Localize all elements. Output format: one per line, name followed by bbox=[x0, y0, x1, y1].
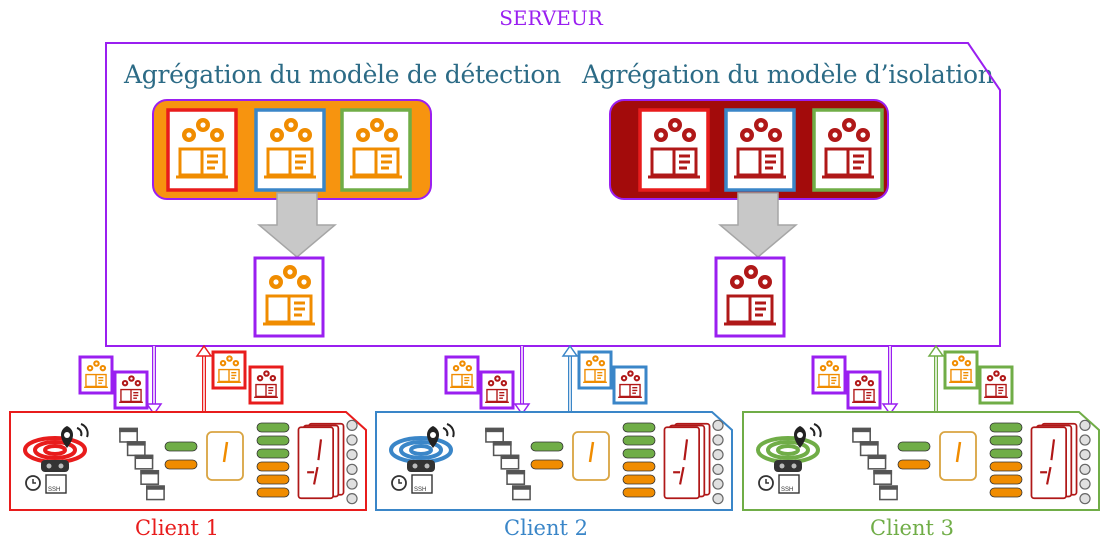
feature-bar bbox=[897, 459, 931, 470]
lane-bar bbox=[622, 435, 656, 446]
result-pages-icon bbox=[1030, 422, 1078, 500]
feature-bar bbox=[530, 441, 564, 452]
client2-exchange bbox=[444, 344, 648, 416]
lane-bar bbox=[256, 422, 290, 433]
client1-exchange bbox=[78, 344, 284, 416]
lane-bar bbox=[256, 448, 290, 459]
robot-icon bbox=[41, 460, 69, 472]
client2-label: Client 2 bbox=[504, 516, 588, 540]
ssh-terminal-icon bbox=[778, 474, 800, 494]
isolation-aggregation-title: Agrégation du modèle d’isolation bbox=[582, 60, 994, 89]
lane-bar bbox=[256, 435, 290, 446]
lane-bar bbox=[256, 474, 290, 485]
ssh-label: SSH bbox=[781, 487, 793, 493]
detection-model-band bbox=[152, 99, 432, 200]
lane-bar bbox=[622, 487, 656, 498]
feature-bar bbox=[164, 459, 198, 470]
ssh-terminal-icon bbox=[45, 474, 67, 494]
lane-bar bbox=[622, 474, 656, 485]
robot-icon bbox=[774, 460, 802, 472]
feature-bar bbox=[530, 459, 564, 470]
lane-bar bbox=[989, 487, 1023, 498]
client3-exchange bbox=[811, 344, 1014, 416]
server-title: SERVEUR bbox=[499, 6, 603, 30]
client-box-3: SSH bbox=[742, 411, 1100, 511]
client-box-2: SSH bbox=[375, 411, 733, 511]
signal-rings-icon bbox=[409, 444, 433, 456]
ssh-label: SSH bbox=[48, 487, 60, 493]
client-box-1: SSH bbox=[9, 411, 367, 511]
isolation-model-band bbox=[609, 99, 889, 200]
result-pages-icon bbox=[297, 422, 345, 500]
signal-rings-icon bbox=[766, 440, 810, 460]
signal-rings-icon bbox=[43, 444, 67, 456]
ssh-terminal-icon bbox=[411, 474, 433, 494]
result-pages-icon bbox=[663, 422, 711, 500]
lane-bar bbox=[622, 461, 656, 472]
client3-label: Client 3 bbox=[870, 516, 954, 540]
lane-bar bbox=[256, 461, 290, 472]
lane-bar bbox=[989, 474, 1023, 485]
signal-rings-icon bbox=[33, 440, 77, 460]
detection-aggregation-title: Agrégation du modèle de détection bbox=[124, 60, 561, 89]
lane-bar bbox=[989, 448, 1023, 459]
client1-label: Client 1 bbox=[135, 516, 219, 540]
lane-bar bbox=[989, 461, 1023, 472]
robot-icon bbox=[407, 460, 435, 472]
signal-rings-icon bbox=[399, 440, 443, 460]
lane-bar bbox=[989, 435, 1023, 446]
lane-bar bbox=[256, 487, 290, 498]
aggregation-arrow bbox=[258, 192, 336, 258]
ssh-label: SSH bbox=[414, 487, 426, 493]
aggregation-arrow bbox=[719, 192, 797, 258]
lane-bar bbox=[622, 422, 656, 433]
lane-bar bbox=[622, 448, 656, 459]
lane-bar bbox=[989, 422, 1023, 433]
signal-rings-icon bbox=[776, 444, 800, 456]
feature-bar bbox=[897, 441, 931, 452]
server-boundary bbox=[105, 42, 1001, 347]
feature-bar bbox=[164, 441, 198, 452]
